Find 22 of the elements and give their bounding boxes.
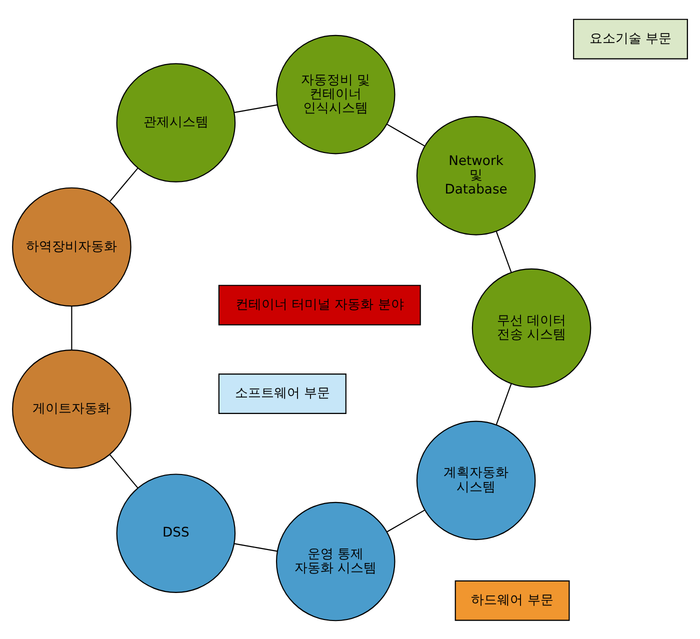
node-circle: DSS	[116, 473, 236, 592]
node-box: 하드웨어 부문	[454, 580, 570, 620]
node-circle: 하역장비자동화	[12, 186, 132, 306]
connector	[386, 509, 425, 532]
connector	[386, 123, 425, 146]
node-box: 소프트웨어 부문	[218, 372, 346, 414]
connector	[234, 542, 278, 552]
node-circle: 계획자동화 시스템	[416, 420, 536, 540]
node-box: 컨테이너 터미널 자동화 분야	[218, 284, 421, 325]
connector	[110, 167, 138, 202]
connector	[71, 306, 72, 350]
node-circle: Network 및 Database	[416, 116, 536, 235]
node-circle: 관제시스템	[116, 62, 236, 182]
node-box: 요소기술 부문	[573, 18, 688, 59]
node-circle: 운영 통제 자동화 시스템	[276, 501, 396, 621]
node-circle: 게이트자동화	[12, 348, 132, 468]
node-circle: 자동정비 및 컨테이너 인식시스템	[276, 34, 396, 154]
connector	[496, 230, 512, 272]
connector	[496, 383, 512, 424]
connector	[234, 104, 278, 112]
node-circle: 무선 데이터 전송 시스템	[472, 268, 592, 388]
connector	[109, 454, 138, 488]
